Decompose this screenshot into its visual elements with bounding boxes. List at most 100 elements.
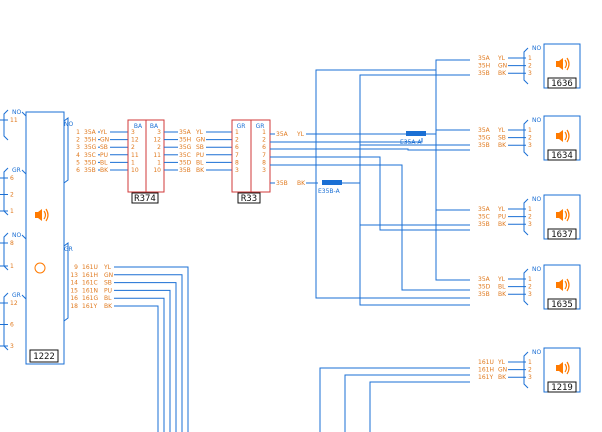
ecu-conn-top: NO: [64, 121, 73, 128]
r374-left-pin: 1: [131, 159, 135, 166]
speaker-conn: NO: [532, 349, 541, 356]
r33-wire-a-color: YL: [296, 131, 305, 138]
speaker-pin: 1: [528, 206, 532, 213]
speaker-body-icon: [556, 282, 559, 288]
r33-right-pin: 8: [262, 159, 266, 166]
ecu-left-conn: GR: [12, 292, 21, 299]
speaker-pin: 2: [528, 367, 532, 374]
speaker-body-icon: [556, 365, 559, 371]
speaker-wave-icon: [566, 208, 570, 222]
r374-left-pin: 12: [131, 137, 139, 144]
r33-wire-b-color: BK: [297, 180, 306, 187]
splice-a-trunk: [426, 59, 470, 135]
speaker-cone-icon: [559, 362, 563, 374]
speaker-wire-circuit: 35C: [478, 214, 490, 221]
speaker-ref: 1637: [551, 230, 573, 240]
speaker-wire-circuit: 35A: [478, 127, 491, 134]
wire-layer: [0, 43, 581, 432]
speaker-icon: [556, 208, 570, 222]
speaker-wire-color: BK: [498, 291, 507, 298]
ecu-conn-bottom-bracket: [63, 242, 69, 322]
speaker-wire-color: YL: [497, 55, 506, 62]
speaker-body-icon: [35, 212, 38, 218]
ecu-left-pin: 1: [10, 263, 14, 270]
r374-left-label: BA: [134, 123, 143, 130]
ecu-wire-circuit: 35A: [84, 129, 97, 136]
speaker-wire-circuit: 161H: [478, 367, 494, 374]
ecu-wire-circuit: 161U: [82, 264, 98, 271]
splice-b-branch: [359, 144, 470, 183]
speaker-conn: NO: [532, 266, 541, 273]
speaker-pin: 3: [528, 221, 532, 228]
r374-right-pin: 10: [153, 167, 161, 174]
speaker-pin: 2: [528, 284, 532, 291]
r374-right-pin: 1: [157, 159, 161, 166]
splice-b-return: [315, 69, 436, 183]
ecu-bottom-wire: [114, 274, 183, 432]
speaker-cone-icon: [559, 209, 563, 221]
splice-e35b-a: [322, 180, 342, 185]
ecu-conn-top-bracket: [63, 117, 69, 184]
speaker-ref-box: [547, 228, 577, 240]
r374-wire-circuit: 35G: [179, 144, 192, 151]
ecu-wire-circuit: 161G: [82, 295, 98, 302]
speaker-icon: [556, 361, 570, 375]
ecu-left-link: [21, 234, 27, 240]
speaker-wire-circuit: 35B: [478, 291, 490, 298]
feed-1219: [369, 381, 470, 432]
r33-left-label: GR: [237, 123, 246, 130]
speaker-body-icon: [556, 61, 559, 67]
ecu-wire-color: SB: [100, 144, 108, 151]
speaker-wire-color: YL: [497, 127, 506, 134]
r374-right-pin: 2: [157, 144, 161, 151]
r374-wire-color: BK: [196, 167, 205, 174]
ecu-wire-color: YL: [99, 129, 108, 136]
ecu-wire-color: PU: [100, 152, 108, 159]
ecu-wire-circuit: 161C: [82, 280, 98, 287]
speaker-cone-icon: [559, 130, 563, 142]
ecu-bottom-wire: [114, 297, 165, 432]
ecu-conn-bottom: GR: [64, 246, 73, 253]
r374-wire-circuit: 35C: [179, 152, 191, 159]
speaker-wire-color: PU: [498, 214, 506, 221]
splice-b-branch: [359, 183, 470, 226]
speaker-wire-circuit: 161U: [478, 359, 494, 366]
r374-wire-color: PU: [196, 152, 204, 159]
r33-right-pin: 2: [262, 137, 266, 144]
speaker-wire-color: BK: [498, 142, 507, 149]
speaker-ref-box: [547, 381, 577, 393]
r374-left-pin: 10: [131, 167, 139, 174]
speaker-wave-icon: [564, 363, 568, 373]
speaker-ref: 1634: [551, 151, 573, 161]
speaker-cone-icon: [559, 58, 563, 70]
ecu-pin-top: 3: [76, 144, 80, 151]
speaker-wire-circuit: 35B: [478, 221, 490, 228]
ecu-bottom-wire: [114, 266, 189, 432]
ecu-left-link: [21, 294, 27, 300]
ecu-wire-circuit: 161N: [82, 287, 98, 294]
r374-right-pin: 3: [157, 129, 161, 136]
splice-b-branch: [359, 183, 470, 306]
ecu-pin-top: 5: [76, 159, 80, 166]
speaker-icon: [35, 208, 49, 222]
splice-e35a-a: [406, 131, 426, 136]
ecu-pin-top: 6: [76, 167, 80, 174]
speaker-wire-color: BK: [498, 70, 507, 77]
r33-ref-box: [237, 192, 261, 204]
r374-left-pin: 3: [131, 129, 135, 136]
speaker-wave-icon: [564, 59, 568, 69]
ecu-left-conn: NO: [12, 232, 21, 239]
r374-ref-box: [131, 192, 159, 204]
speaker-wave-icon: [566, 129, 570, 143]
r33-ref: R33: [241, 194, 257, 204]
ecu-pin-bottom: 13: [70, 272, 78, 279]
ecu-left-pin: 8: [10, 240, 14, 247]
speaker-wire-circuit: 35B: [478, 70, 490, 77]
r374-wire-color: YL: [195, 129, 204, 136]
ecu-wire-color: BK: [104, 303, 113, 310]
ecu-wire-color: GN: [100, 137, 109, 144]
speaker-body-icon: [556, 133, 559, 139]
speaker-wire-color: SB: [498, 135, 506, 142]
ecu-wire-color: BL: [100, 159, 108, 166]
ecu-left-pin: 12: [10, 300, 18, 307]
